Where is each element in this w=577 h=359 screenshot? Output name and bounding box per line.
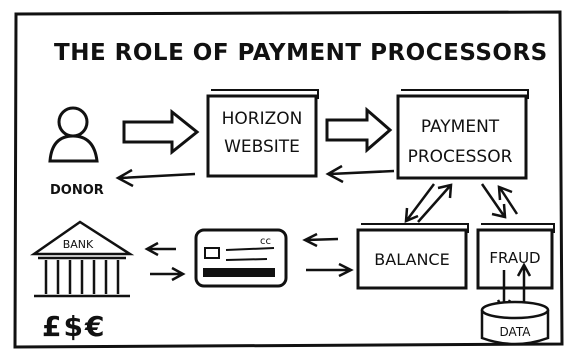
- donor-label: DONOR: [50, 183, 104, 198]
- arrows-processor-fraud: [480, 183, 519, 219]
- arrow-processor-to-website: [325, 164, 395, 184]
- outer-border: [13, 10, 564, 349]
- website-label-line1: HORIZON: [222, 109, 303, 129]
- database-cylinder-icon: DATA: [480, 300, 550, 346]
- processor-label-line2: PROCESSOR: [408, 147, 513, 167]
- arrow-website-to-donor: [115, 168, 196, 188]
- processor-label-line1: PAYMENT: [421, 117, 500, 137]
- credit-card-icon: cc: [194, 228, 288, 288]
- website-box: HORIZON WEBSITE: [206, 89, 319, 178]
- arrows-card-balance: [302, 232, 354, 278]
- arrows-processor-balance: [404, 183, 453, 223]
- diagram-frame: THE ROLE OF PAYMENT PROCESSORS DONOR HOR…: [12, 8, 565, 351]
- balance-label: BALANCE: [374, 250, 449, 269]
- bank-building-icon: [30, 220, 135, 298]
- card-mark: cc: [260, 236, 271, 247]
- currency-symbols: £$€: [42, 310, 106, 343]
- balance-box: BALANCE: [356, 223, 469, 290]
- fraud-box: FRAUD: [476, 223, 555, 290]
- website-label-line2: WEBSITE: [224, 137, 300, 157]
- arrows-bank-card: [144, 241, 186, 282]
- diagram-title: THE ROLE OF PAYMENT PROCESSORS: [54, 40, 548, 66]
- processor-box: PAYMENT PROCESSOR: [396, 89, 529, 180]
- arrow-donor-to-website: [122, 108, 200, 156]
- arrow-website-to-processor: [325, 106, 393, 154]
- bank-label: BANK: [63, 238, 94, 251]
- person-icon: [48, 106, 99, 163]
- fraud-label: FRAUD: [489, 249, 540, 267]
- data-label: DATA: [500, 325, 532, 339]
- diagram-canvas: THE ROLE OF PAYMENT PROCESSORS DONOR HOR…: [13, 10, 564, 349]
